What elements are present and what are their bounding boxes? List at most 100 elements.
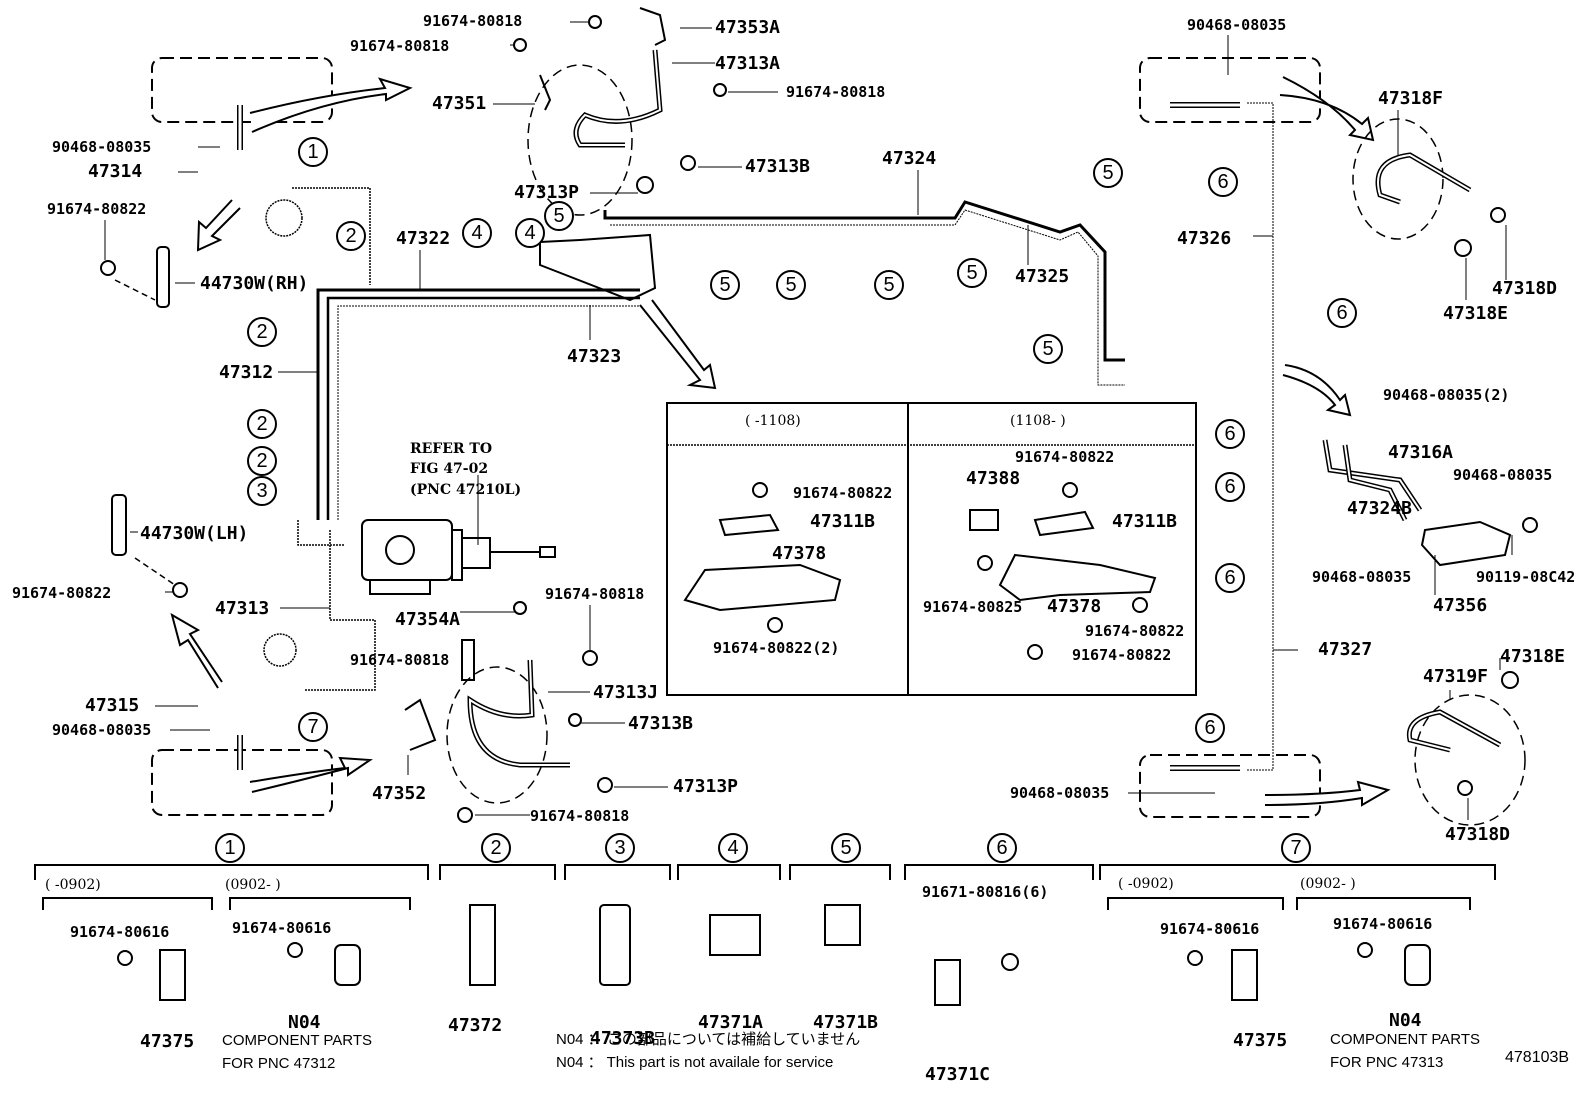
component-note: COMPONENT PARTS xyxy=(222,1032,373,1049)
part-label[interactable]: 47313J xyxy=(593,682,659,703)
part-label[interactable]: 47318E xyxy=(1443,303,1509,324)
part-label[interactable]: 91674-80822 xyxy=(1072,646,1172,664)
part-label[interactable]: 91674-80818 xyxy=(786,83,886,101)
vehicle-outline-rear-right xyxy=(1140,755,1320,817)
part-label[interactable]: 47378 xyxy=(772,543,827,564)
callout-2: 2 xyxy=(247,317,277,347)
part-label[interactable]: 91674-80822 xyxy=(47,200,147,218)
part-label[interactable]: 47311B xyxy=(1112,511,1178,532)
callout-1: 1 xyxy=(298,137,328,167)
part-label[interactable]: 90468-08035 xyxy=(52,138,152,156)
legend-callout-7: 7 xyxy=(1281,833,1311,863)
callout-2: 2 xyxy=(336,221,366,251)
bracket-47356-shape xyxy=(1422,522,1510,565)
part-label[interactable]: 91674-80616 xyxy=(232,919,332,937)
crossmember-47378-left xyxy=(685,565,840,610)
part-label[interactable]: 47313P xyxy=(514,182,580,203)
part-label[interactable]: 47313B xyxy=(745,156,811,177)
part-label[interactable]: 47378 xyxy=(1047,596,1102,617)
part-label[interactable]: 47375 xyxy=(140,1031,195,1052)
part-label[interactable]: 47318D xyxy=(1445,824,1511,845)
part-label[interactable]: 91674-80822 xyxy=(793,484,893,502)
callout-5: 5 xyxy=(874,270,904,300)
pipe-47312-47322 xyxy=(318,290,640,520)
part-label[interactable]: 47318D xyxy=(1492,278,1558,299)
front-right-detail-circle xyxy=(528,65,632,215)
arrow-to-rear-hoses xyxy=(1283,365,1350,415)
part-label[interactable]: 47371C xyxy=(925,1064,991,1085)
part-label[interactable]: 47313 xyxy=(215,598,270,619)
part-label[interactable]: 47314 xyxy=(88,161,143,182)
part-label[interactable]: 91674-80822 xyxy=(1085,622,1185,640)
part-label[interactable]: 91674-80822 xyxy=(12,584,112,602)
part-label[interactable]: 47371A xyxy=(698,1012,764,1033)
callout-4: 4 xyxy=(515,218,545,248)
part-label[interactable]: 47375 xyxy=(1233,1030,1288,1051)
part-label[interactable]: 47316A xyxy=(1388,442,1454,463)
part-label[interactable]: 91674-80818 xyxy=(545,585,645,603)
part-label[interactable]: 47312 xyxy=(219,362,274,383)
pipe-47324 xyxy=(605,202,1125,360)
actuator-bracket xyxy=(540,235,655,300)
part-label[interactable]: 47353A xyxy=(715,17,781,38)
part-label[interactable]: 47356 xyxy=(1433,595,1488,616)
part-label[interactable]: 91674-80616 xyxy=(70,923,170,941)
part-label[interactable]: 47318E xyxy=(1500,646,1566,667)
part-label[interactable]: 91674-80818 xyxy=(530,807,630,825)
part-label[interactable]: 90119-08C42 xyxy=(1476,568,1576,586)
legend-callout-3: 3 xyxy=(605,833,635,863)
part-label[interactable]: 47311B xyxy=(810,511,876,532)
rear-left-detail-circle xyxy=(447,667,547,803)
pipe-47313-loop xyxy=(292,188,370,285)
part-label[interactable]: 90468-08035 xyxy=(1453,466,1553,484)
part-label[interactable]: 47324 xyxy=(882,148,937,169)
part-label[interactable]: 44730W(LH) xyxy=(140,523,249,544)
part-label[interactable]: 47354A xyxy=(395,609,461,630)
part-label[interactable]: 90468-08035 xyxy=(52,721,152,739)
part-label[interactable]: 47326 xyxy=(1177,228,1232,249)
part-label[interactable]: 90468-08035 xyxy=(1010,784,1110,802)
legend-brackets xyxy=(35,865,1495,910)
part-label[interactable]: 91674-80616 xyxy=(1160,920,1260,938)
part-label[interactable]: 47319F xyxy=(1423,666,1489,687)
part-label[interactable]: 47352 xyxy=(372,783,427,804)
arrow-to-inset xyxy=(640,300,715,388)
crossmember-47378-right xyxy=(1000,555,1155,600)
legend-callout-2: 2 xyxy=(481,833,511,863)
part-label[interactable]: 47373B xyxy=(590,1028,656,1049)
part-label[interactable]: 91671-80816(6) xyxy=(922,883,1049,901)
part-label[interactable]: 47313A xyxy=(715,53,781,74)
part-label[interactable]: N04 xyxy=(288,1012,321,1033)
refer-note-line2: FIG 47-02 xyxy=(410,461,489,477)
part-label[interactable]: 47313P xyxy=(673,776,739,797)
part-label[interactable]: 47318F xyxy=(1378,88,1444,109)
part-label[interactable]: 47371B xyxy=(813,1012,879,1033)
part-label[interactable]: 91674-80616 xyxy=(1333,915,1433,933)
part-label[interactable]: 91674-80825 xyxy=(923,598,1023,616)
part-label[interactable]: 90468-08035(2) xyxy=(1383,386,1510,404)
part-label[interactable]: 91674-80818 xyxy=(350,37,450,55)
part-label[interactable]: 47388 xyxy=(966,468,1021,489)
part-label[interactable]: 44730W(RH) xyxy=(200,273,309,294)
part-label[interactable]: 47351 xyxy=(432,93,487,114)
figure-id: 478103B xyxy=(1505,1049,1570,1066)
master-cylinder xyxy=(362,520,555,594)
part-label[interactable]: 91674-80818 xyxy=(423,12,523,30)
part-label[interactable]: 47372 xyxy=(448,1015,503,1036)
part-label[interactable]: 47323 xyxy=(567,346,622,367)
part-label[interactable]: N04 xyxy=(1389,1010,1422,1031)
legend-callout-1: 1 xyxy=(215,833,245,863)
part-label[interactable]: 90468-08035 xyxy=(1187,16,1287,34)
part-label[interactable]: 47324B xyxy=(1347,498,1413,519)
part-label[interactable]: 91674-80822(2) xyxy=(713,639,840,657)
part-label[interactable]: 47315 xyxy=(85,695,140,716)
part-label[interactable]: 90468-08035 xyxy=(1312,568,1412,586)
part-label[interactable]: 91674-80822 xyxy=(1015,448,1115,466)
part-label[interactable]: 91674-80818 xyxy=(350,651,450,669)
part-label[interactable]: 47322 xyxy=(396,228,451,249)
pipe-47313 xyxy=(298,520,375,690)
part-label[interactable]: 47325 xyxy=(1015,266,1070,287)
part-label[interactable]: 47327 xyxy=(1318,639,1373,660)
part-label[interactable]: 47313B xyxy=(628,713,694,734)
